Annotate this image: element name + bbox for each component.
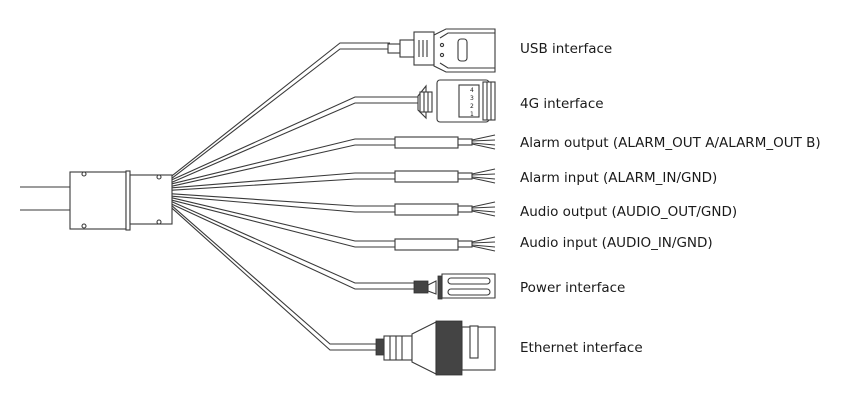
label-audio-output: Audio output (AUDIO_OUT/GND) xyxy=(520,204,737,220)
bare-wire xyxy=(471,139,496,142)
bare-wire xyxy=(471,206,496,209)
label-audio-input: Audio input (AUDIO_IN/GND) xyxy=(520,235,713,251)
audio-in-cable xyxy=(171,197,496,252)
bare-wire xyxy=(471,134,496,141)
bare-wire xyxy=(471,142,496,146)
4g-connector: 4 3 2 1 xyxy=(417,79,496,123)
label-4g-interface: 4G interface xyxy=(520,96,604,112)
bare-wire xyxy=(471,168,496,175)
bare-wire xyxy=(471,210,496,217)
pin-label: 2 xyxy=(470,103,474,110)
bare-wire xyxy=(471,241,496,244)
label-usb-interface: USB interface xyxy=(520,41,612,57)
bare-wire xyxy=(471,177,496,184)
ethernet-connector xyxy=(375,320,496,376)
power-cable xyxy=(171,201,415,290)
ethernet-cable xyxy=(171,205,378,351)
bare-wire xyxy=(471,245,496,252)
main-cable xyxy=(20,186,70,211)
label-ethernet-interface: Ethernet interface xyxy=(520,340,643,356)
alarm-in-cable xyxy=(171,168,496,191)
bare-wire xyxy=(471,209,496,213)
cable-body xyxy=(69,170,173,231)
usb-connector xyxy=(387,28,496,73)
pin-label: 4 xyxy=(470,87,474,94)
pin-label: 1 xyxy=(470,111,474,118)
bare-wire xyxy=(471,173,496,176)
bare-wire xyxy=(471,143,496,150)
bare-wire xyxy=(471,201,496,208)
label-alarm-output: Alarm output (ALARM_OUT A/ALARM_OUT B) xyxy=(520,135,821,151)
cable-bundle xyxy=(171,42,496,351)
label-power-interface: Power interface xyxy=(520,280,625,296)
bare-wire xyxy=(471,176,496,180)
power-connector xyxy=(413,273,496,300)
pin-label: 3 xyxy=(470,95,474,102)
alarm-out-cable xyxy=(171,134,496,187)
bare-wire xyxy=(471,244,496,248)
bare-wire xyxy=(471,236,496,243)
4g-cable xyxy=(171,96,420,183)
label-alarm-input: Alarm input (ALARM_IN/GND) xyxy=(520,170,717,186)
usb-cable xyxy=(171,42,390,179)
audio-out-cable xyxy=(171,193,496,217)
